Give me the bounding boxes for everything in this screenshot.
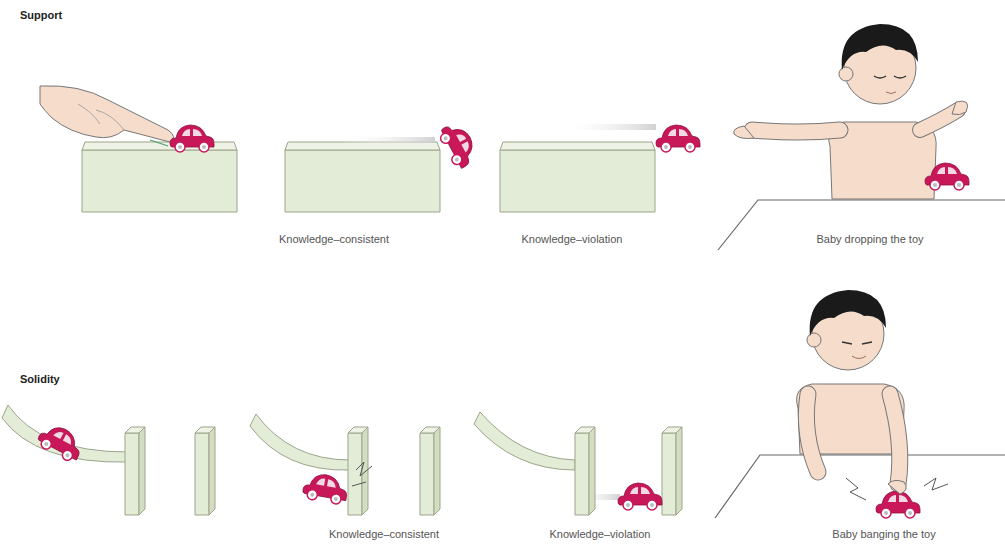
caption: Baby dropping the toy [816, 232, 923, 246]
caption: Knowledge–violation [550, 527, 651, 541]
caption: Knowledge–violation [522, 232, 623, 246]
section-heading: Support [20, 8, 62, 22]
caption: Knowledge–consistent [329, 527, 439, 541]
caption: Baby banging the toy [832, 527, 935, 541]
section-heading: Solidity [20, 372, 60, 386]
caption: Knowledge–consistent [279, 232, 389, 246]
